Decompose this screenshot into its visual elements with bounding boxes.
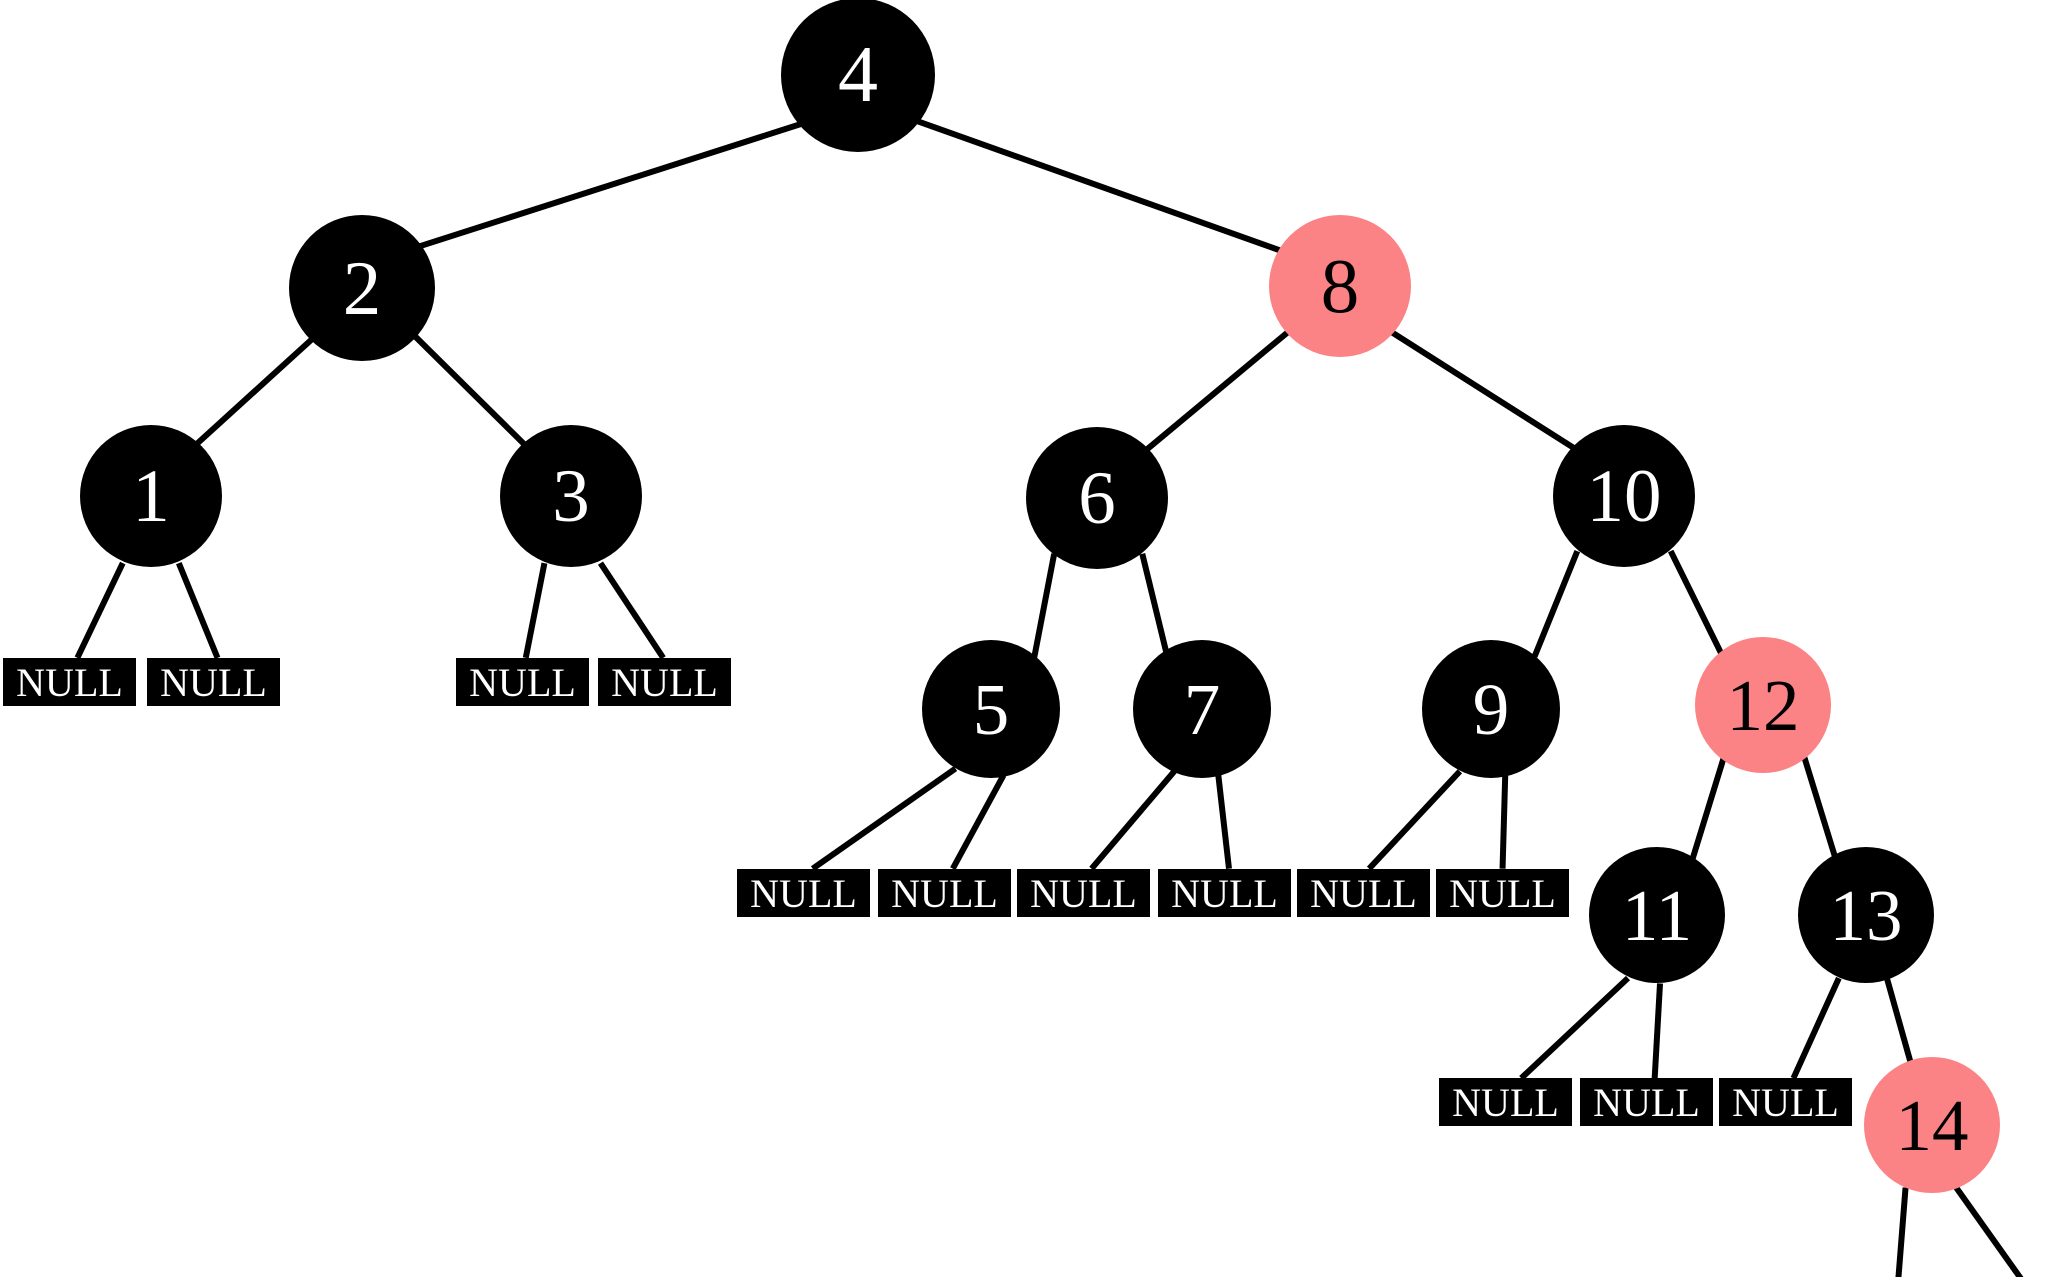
tree-node-5[interactable]: 5 <box>922 640 1060 778</box>
null-leaf: NULL <box>1436 869 1569 917</box>
tree-node-14[interactable]: 14 <box>1864 1057 2000 1193</box>
null-leaf-label: NULL <box>1449 870 1556 916</box>
tree-node-label: 13 <box>1829 874 1903 956</box>
null-leaf-label: NULL <box>750 870 857 916</box>
tree-node-label: 14 <box>1895 1084 1969 1166</box>
tree-node-label: 8 <box>1320 242 1360 329</box>
null-leaf: NULL <box>737 869 870 917</box>
null-leaf-label: NULL <box>611 659 718 705</box>
tree-node-label: 9 <box>1472 668 1510 750</box>
tree-node-11[interactable]: 11 <box>1589 847 1725 983</box>
null-leaf: NULL <box>456 658 589 706</box>
tree-node-label: 2 <box>342 244 382 331</box>
tree-node-4[interactable]: 4 <box>781 0 935 152</box>
tree-node-label: 7 <box>1183 668 1221 750</box>
tree-node-3[interactable]: 3 <box>500 425 642 567</box>
tree-node-6[interactable]: 6 <box>1026 427 1168 569</box>
null-leaf-label: NULL <box>1171 870 1278 916</box>
tree-node-7[interactable]: 7 <box>1133 640 1271 778</box>
null-leaf-label: NULL <box>1732 1079 1839 1125</box>
null-leaf-label: NULL <box>1310 870 1417 916</box>
tree-node-10[interactable]: 10 <box>1553 425 1695 567</box>
null-leaf: NULL <box>1297 869 1430 917</box>
null-leaf: NULL <box>1719 1078 1852 1126</box>
null-leaf-label: NULL <box>1030 870 1137 916</box>
null-leaf-label: NULL <box>1593 1079 1700 1125</box>
tree-node-label: 6 <box>1078 456 1116 540</box>
null-leaf: NULL <box>1580 1078 1713 1126</box>
null-leaf: NULL <box>1017 869 1150 917</box>
tree-node-9[interactable]: 9 <box>1422 640 1560 778</box>
tree-node-label: 12 <box>1726 664 1800 746</box>
null-leaf: NULL <box>1158 869 1291 917</box>
tree-node-label: 11 <box>1621 874 1693 956</box>
null-leaf: NULL <box>878 869 1011 917</box>
null-leaf-label: NULL <box>469 659 576 705</box>
tree-node-8[interactable]: 8 <box>1269 215 1411 357</box>
null-leaf: NULL <box>1439 1078 1572 1126</box>
tree-node-12[interactable]: 12 <box>1695 637 1831 773</box>
tree-node-label: 3 <box>552 454 590 538</box>
tree-node-label: 4 <box>838 31 878 119</box>
tree-node-13[interactable]: 13 <box>1798 847 1934 983</box>
tree-node-2[interactable]: 2 <box>289 215 435 361</box>
tree-node-label: 1 <box>132 454 170 538</box>
null-leaf-label: NULL <box>1452 1079 1559 1125</box>
tree-node-label: 10 <box>1586 454 1662 538</box>
null-leaf-label: NULL <box>891 870 998 916</box>
null-leaf: NULL <box>3 658 136 706</box>
null-leaf-label: NULL <box>160 659 267 705</box>
null-leaf: NULL <box>147 658 280 706</box>
null-leaf: NULL <box>598 658 731 706</box>
null-leaf-label: NULL <box>16 659 123 705</box>
tree-node-1[interactable]: 1 <box>80 425 222 567</box>
tree-node-label: 5 <box>972 668 1010 750</box>
